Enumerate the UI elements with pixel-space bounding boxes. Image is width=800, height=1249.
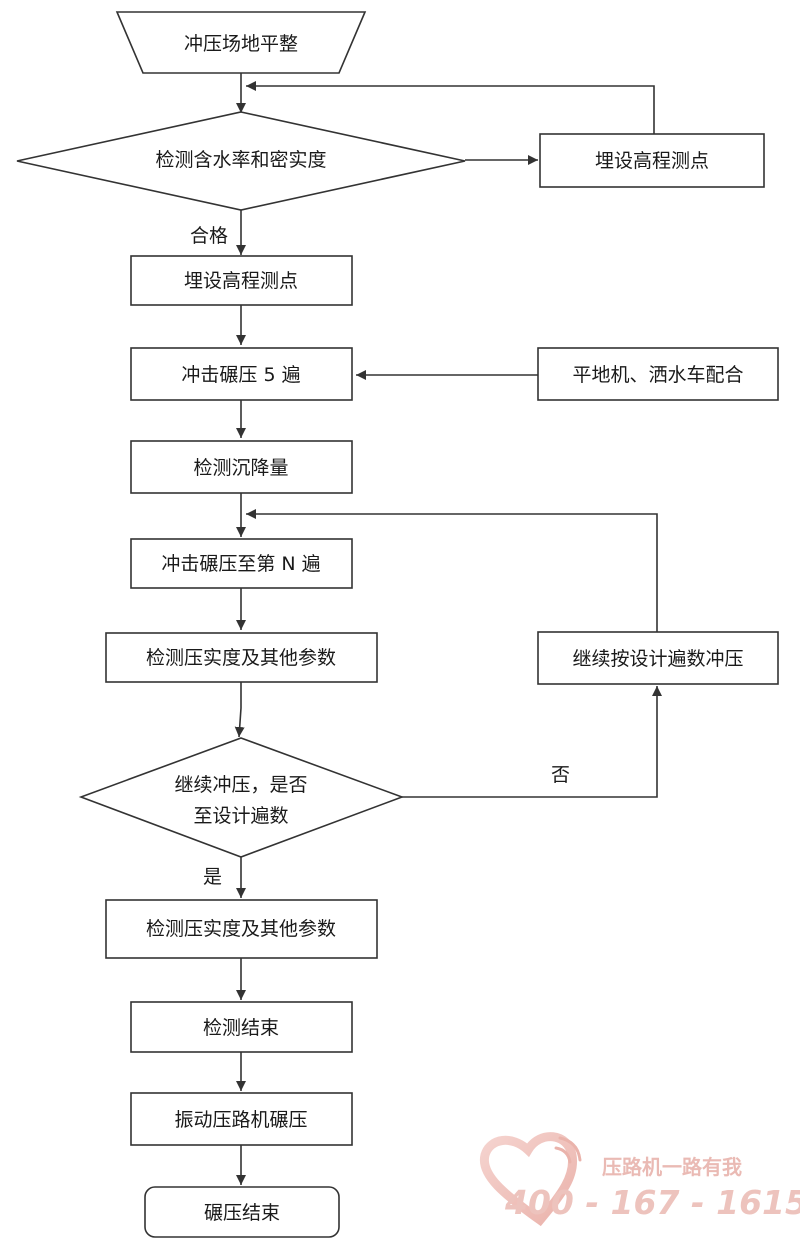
node-embed-elevation: 埋设高程测点: [130, 255, 353, 306]
edge-continue-loop-back: [246, 509, 658, 632]
edge-compaction1-to-decision: [234, 682, 245, 738]
node-start-shape: [115, 11, 367, 74]
node-impact-n: 冲击碾压至第 N 遍: [130, 538, 353, 589]
node-check-compaction-1: 检测压实度及其他参数: [105, 632, 378, 683]
node-start: 冲压场地平整: [115, 11, 367, 74]
node-decision-label-line1: 继续冲压，是否: [174, 774, 307, 796]
node-vibratory-label: 振动压路机碾压: [174, 1109, 307, 1131]
node-embed-elevation-shape: [130, 255, 353, 306]
watermark-phone: 400 - 167 - 1615: [504, 1183, 800, 1222]
node-continue-design-label: 继续按设计遍数冲压: [572, 648, 743, 670]
node-side-elevation: 埋设高程测点: [539, 133, 765, 188]
node-side-elevation-shape: [539, 133, 765, 188]
node-continue-design: 继续按设计遍数冲压: [537, 631, 779, 685]
node-vibratory: 振动压路机碾压: [130, 1092, 353, 1146]
node-impact-n-label: 冲击碾压至第 N 遍: [161, 553, 320, 575]
edge-label-qualified: 合格: [190, 225, 228, 247]
node-continue-design-shape: [537, 631, 779, 685]
node-side-elevation-label: 埋设高程测点: [595, 150, 709, 172]
node-vibratory-shape: [130, 1092, 353, 1146]
node-check-compaction-2: 检测压实度及其他参数: [105, 899, 378, 959]
node-check-moisture: 检测含水率和密实度: [16, 111, 466, 211]
edges: [234, 73, 662, 1185]
edge-label-yes: 是: [203, 866, 222, 888]
edge-decision-no: [402, 686, 662, 798]
edge-label-no: 否: [551, 764, 570, 786]
node-start-label: 冲压场地平整: [184, 33, 298, 55]
node-side-equipment-shape: [537, 347, 779, 401]
node-impact-5: 冲击碾压 5 遍: [130, 347, 353, 401]
watermark-tagline: 压路机一路有我: [602, 1155, 742, 1179]
node-embed-elevation-label: 埋设高程测点: [184, 270, 298, 292]
node-impact-5-shape: [130, 347, 353, 401]
node-impact-5-label: 冲击碾压 5 遍: [181, 364, 300, 386]
node-check-end-shape: [130, 1001, 353, 1053]
node-end-shape: [144, 1186, 340, 1238]
node-decision-label-line2: 至设计遍数: [193, 805, 288, 827]
watermark: 压路机一路有我 400 - 167 - 1615: [479, 1132, 800, 1227]
node-end-label: 碾压结束: [204, 1202, 280, 1224]
node-decision-shape: [78, 737, 405, 858]
signal-wave-icon: [554, 1136, 582, 1164]
node-side-equipment: 平地机、洒水车配合: [537, 347, 779, 401]
node-check-moisture-shape: [16, 111, 466, 211]
node-check-compaction-1-label: 检测压实度及其他参数: [146, 647, 336, 669]
node-check-settlement-shape: [130, 440, 353, 494]
node-check-end-label: 检测结束: [203, 1017, 279, 1039]
node-check-settlement-label: 检测沉降量: [193, 457, 288, 479]
node-check-settlement: 检测沉降量: [130, 440, 353, 494]
heart-logo-icon: [479, 1132, 578, 1227]
edge-side-elevation-loop-back: [246, 81, 655, 134]
node-end: 碾压结束: [144, 1186, 340, 1238]
node-check-end: 检测结束: [130, 1001, 353, 1053]
node-check-moisture-label: 检测含水率和密实度: [155, 149, 326, 171]
node-check-compaction-2-label: 检测压实度及其他参数: [146, 918, 336, 940]
node-decision: 继续冲压，是否 至设计遍数: [78, 737, 405, 858]
node-check-compaction-2-shape: [105, 899, 378, 959]
node-side-equipment-label: 平地机、洒水车配合: [572, 364, 743, 386]
node-impact-n-shape: [130, 538, 353, 589]
node-check-compaction-1-shape: [105, 632, 378, 683]
